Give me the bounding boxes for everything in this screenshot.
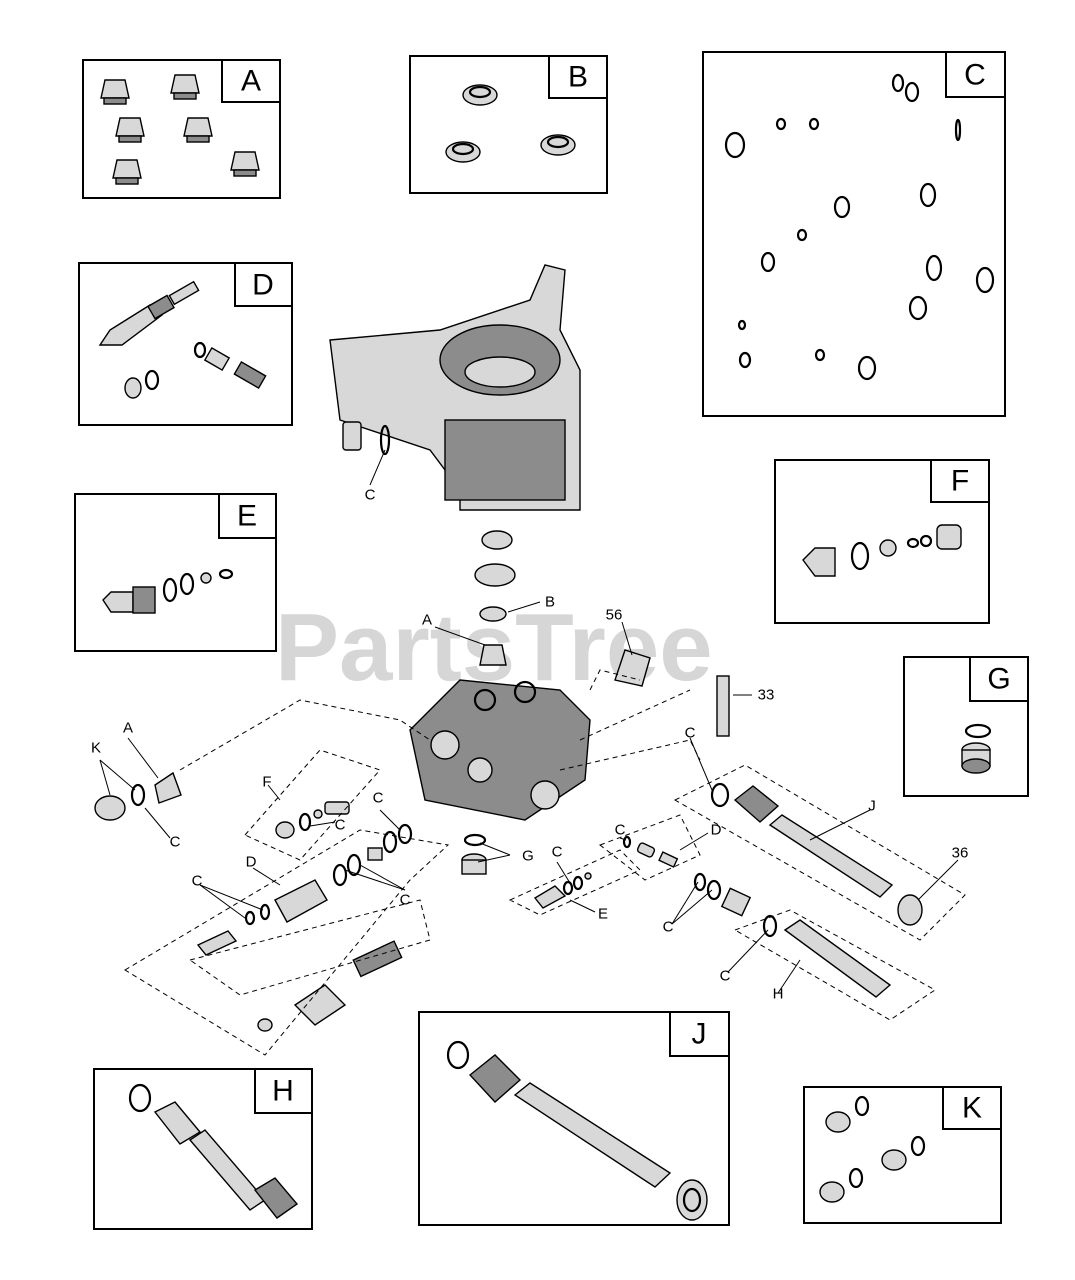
inlet-fitting-icon [128, 1083, 299, 1219]
valve-cap-icon [100, 74, 260, 185]
crankcase-housing [329, 264, 581, 511]
callout-k-left: K [91, 740, 101, 757]
callout-g: G [522, 848, 534, 865]
unloader-valve-icon [98, 280, 267, 399]
kit-a-label: A [241, 65, 261, 98]
kit-f-box[interactable]: F [774, 459, 990, 624]
drain-plug [342, 421, 391, 456]
o-ring-icon [724, 73, 995, 381]
callout-a-valve: A [422, 612, 432, 629]
callout-c-h1: C [663, 919, 674, 936]
callout-33: 33 [758, 687, 775, 704]
callout-c-j: C [685, 725, 696, 742]
d-subassembly [196, 823, 413, 1032]
callout-a-left: A [123, 720, 133, 737]
callout-56: 56 [606, 607, 623, 624]
callout-labels: C B A 56 33 A K C F C C D C C G C E C D … [91, 487, 968, 1003]
kit-d-box[interactable]: D [78, 262, 293, 426]
manifold-head [409, 679, 591, 821]
kit-k-label: K [962, 1092, 982, 1125]
kit-c-label: C [964, 59, 986, 92]
callout-e: E [598, 906, 608, 923]
callout-d-right: D [711, 822, 722, 839]
callout-b-seal: B [545, 594, 555, 611]
kit-e-label: E [237, 500, 257, 533]
garden-hose-fitting-icon [446, 1040, 708, 1221]
callout-c-d2: C [400, 892, 411, 909]
callout-c-f: C [335, 817, 346, 834]
callout-f: F [262, 774, 271, 791]
callout-c-h2: C [720, 968, 731, 985]
kit-g-box[interactable]: G [903, 656, 1029, 797]
kit-a-box[interactable]: A [82, 59, 281, 199]
kit-h-box[interactable]: H [93, 1068, 313, 1230]
callout-j: J [868, 798, 876, 815]
thermal-valve-icon [102, 568, 234, 614]
kit-j-box[interactable]: J [418, 1011, 730, 1226]
f-subassembly [275, 801, 350, 839]
pressure-switch [614, 649, 651, 687]
h-subassembly [693, 872, 892, 998]
callout-c-rd: C [615, 822, 626, 839]
kit-f-label: F [951, 465, 969, 498]
g-plug-assembly [461, 833, 487, 875]
kit-h-label: H [272, 1075, 294, 1108]
cap-icon [819, 1095, 926, 1203]
check-valve-icon [802, 524, 962, 577]
callout-c-upper: C [373, 790, 384, 807]
j-subassembly [710, 782, 923, 926]
plug-icon [961, 723, 992, 774]
callout-d-left: D [246, 854, 257, 871]
callout-c-left: C [170, 834, 181, 851]
kit-c-box[interactable]: C [702, 51, 1006, 417]
left-cap-and-valve [94, 771, 182, 821]
seal-icon [445, 84, 576, 163]
bolt [716, 675, 730, 737]
callout-h: H [773, 986, 784, 1003]
callout-36: 36 [952, 845, 969, 862]
kit-j-label: J [692, 1018, 707, 1051]
kit-d-label: D [252, 269, 274, 302]
callout-c-drain: C [365, 487, 376, 504]
leader-lines [99, 449, 959, 994]
kit-b-label: B [568, 61, 588, 94]
kit-b-box[interactable]: B [409, 55, 608, 194]
kit-k-box[interactable]: K [803, 1086, 1002, 1224]
kit-g-label: G [987, 663, 1010, 696]
plunger-seal-stack [474, 530, 516, 666]
kit-e-box[interactable]: E [74, 493, 277, 652]
callout-c-d1: C [192, 873, 203, 890]
right-d-subassembly [622, 835, 679, 868]
callout-c-e: C [552, 844, 563, 861]
e-subassembly [533, 872, 592, 909]
